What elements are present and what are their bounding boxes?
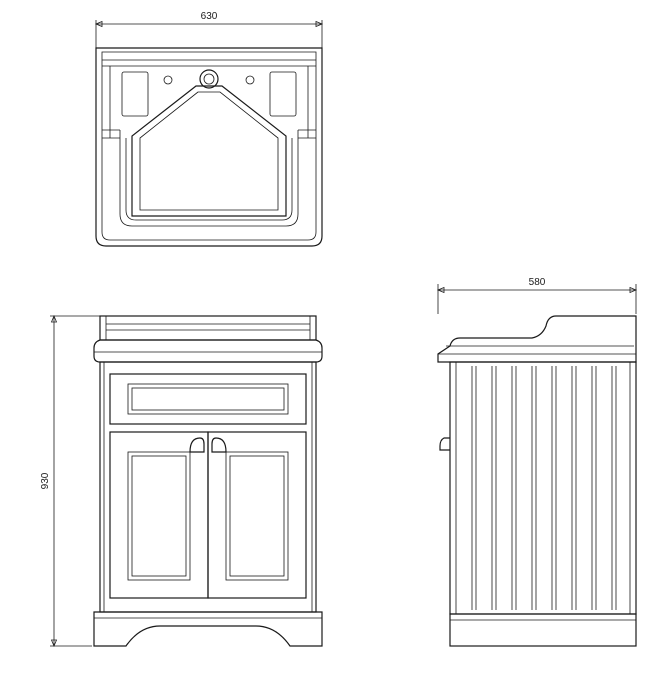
tap-hole-icon xyxy=(199,69,219,89)
top-width-dimension: 630 xyxy=(94,11,324,48)
front-view: 930 xyxy=(40,314,323,648)
top-view: 630 xyxy=(94,11,324,247)
right-door-handle-icon xyxy=(211,437,227,453)
side-handle-icon xyxy=(439,437,450,451)
side-view: 580 xyxy=(436,277,638,647)
left-door-handle-icon xyxy=(189,437,205,453)
side-panel-grooves xyxy=(471,366,617,610)
top-width-label: 630 xyxy=(201,11,218,22)
side-depth-dimension: 580 xyxy=(436,277,638,314)
front-height-label: 930 xyxy=(40,472,51,489)
side-depth-label: 580 xyxy=(529,277,546,288)
front-height-dimension: 930 xyxy=(40,314,100,648)
